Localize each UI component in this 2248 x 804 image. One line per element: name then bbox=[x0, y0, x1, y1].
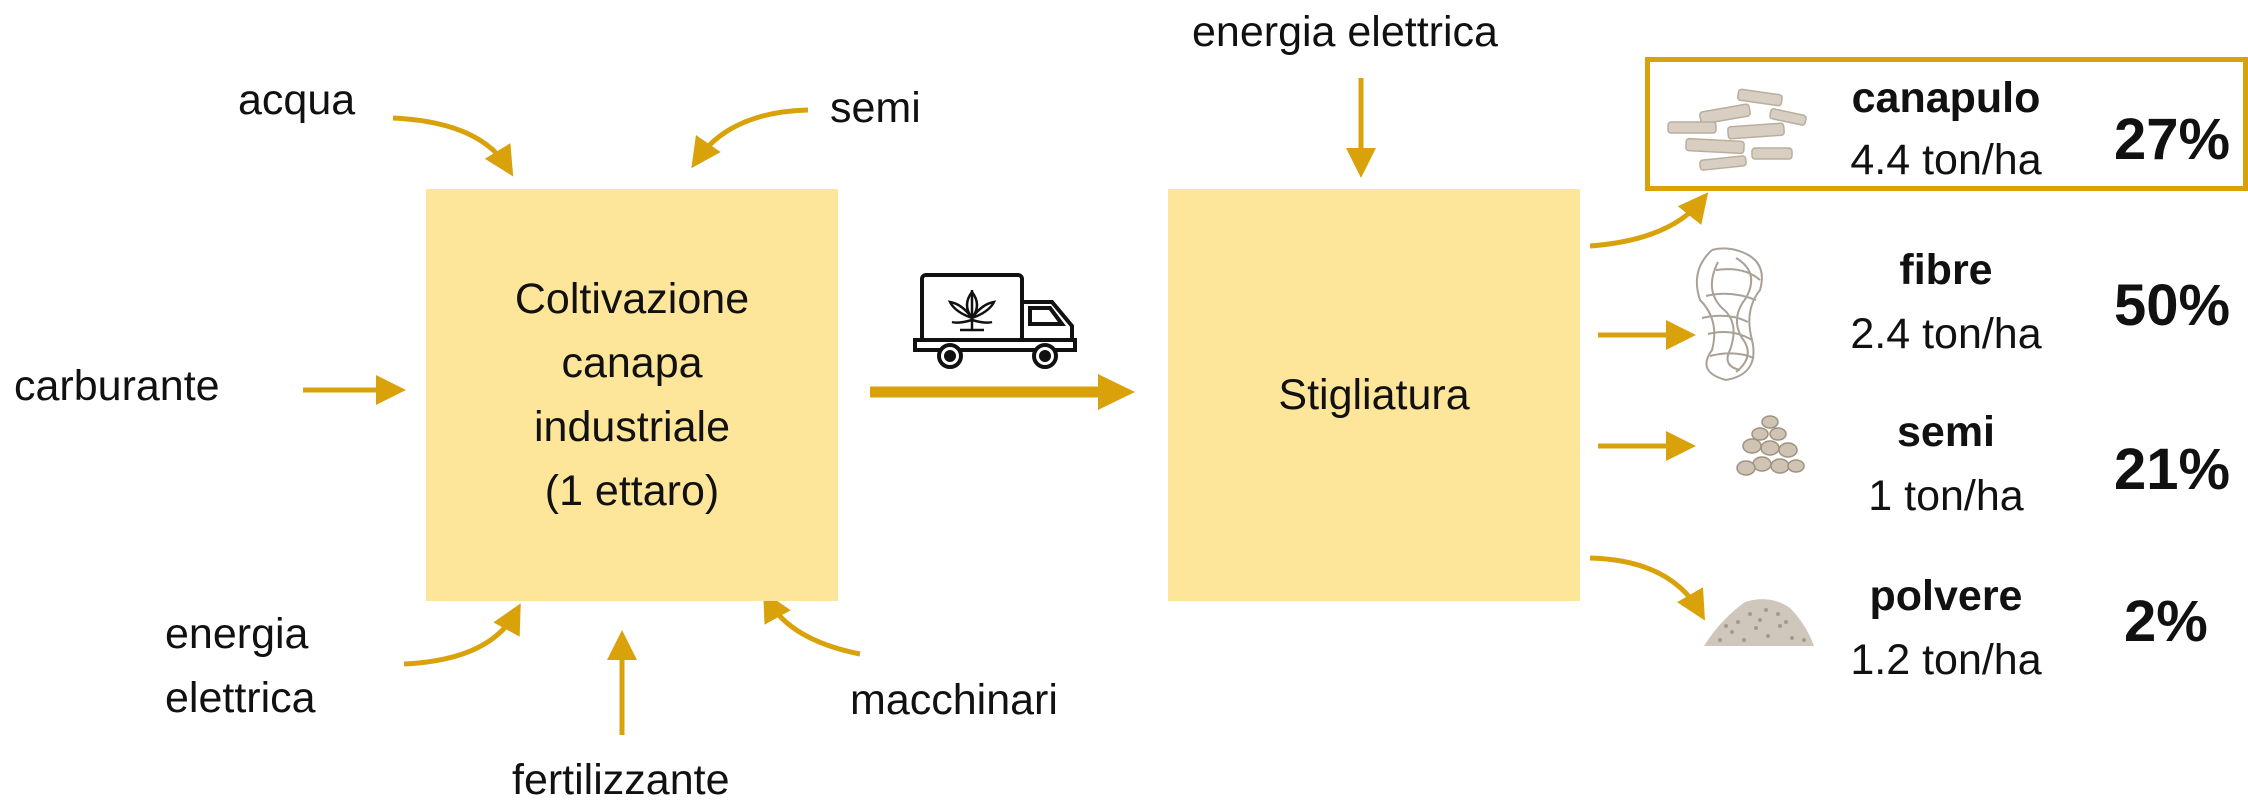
arrow-acqua bbox=[392, 115, 514, 177]
stigliatura-box: Stigliatura bbox=[1168, 189, 1580, 601]
canapulo-highlight-frame bbox=[1645, 57, 2248, 191]
cultivation-line3: industriale bbox=[533, 403, 730, 451]
truck-icon bbox=[913, 273, 1077, 369]
arrow-macchinari bbox=[763, 591, 861, 657]
input-energia-line1: energia bbox=[165, 610, 309, 658]
seeds-icon bbox=[1736, 415, 1805, 476]
input-energia-line2: elettrica bbox=[165, 674, 316, 722]
output-semi-value: 1 ton/ha bbox=[1868, 472, 2024, 520]
arrow-energia-left bbox=[403, 603, 521, 667]
cultivation-line2: canapa bbox=[561, 339, 703, 387]
input-macchinari-label: macchinari bbox=[850, 676, 1058, 724]
fiber-bundle-icon bbox=[1696, 247, 1763, 382]
output-fibre-percent: 50% bbox=[2114, 273, 2231, 338]
output-canapulo-value: 4.4 ton/ha bbox=[1850, 136, 2042, 184]
output-polvere-value: 1.2 ton/ha bbox=[1850, 636, 2042, 684]
input-acqua-label: acqua bbox=[238, 76, 356, 124]
output-canapulo-percent: 27% bbox=[2114, 107, 2231, 172]
input-fertilizzante-label: fertilizzante bbox=[512, 756, 730, 804]
stigliatura-label: Stigliatura bbox=[1278, 371, 1470, 419]
output-semi-name: semi bbox=[1896, 408, 1995, 456]
hurd-pile-icon bbox=[1667, 88, 1807, 171]
output-polvere-name: polvere bbox=[1869, 572, 2023, 620]
output-polvere-percent: 2% bbox=[2124, 589, 2208, 654]
arrow-semi-input bbox=[691, 107, 809, 169]
output-semi-percent: 21% bbox=[2114, 437, 2231, 502]
arrow-out-polvere bbox=[1589, 555, 1706, 621]
processing-input-label: energia elettrica bbox=[1192, 8, 1498, 56]
input-semi-label: semi bbox=[830, 84, 921, 132]
dust-pile-icon bbox=[1704, 599, 1814, 646]
cultivation-line4: (1 ettaro) bbox=[544, 467, 720, 515]
output-canapulo-name: canapulo bbox=[1851, 74, 2041, 122]
cultivation-line1: Coltivazione bbox=[514, 275, 750, 323]
cultivation-box: Coltivazione canapa industriale (1 ettar… bbox=[426, 189, 838, 601]
output-fibre-name: fibre bbox=[1899, 246, 1993, 294]
output-fibre-value: 2.4 ton/ha bbox=[1850, 310, 2042, 358]
arrow-out-canapulo bbox=[1589, 192, 1709, 249]
input-carburante-label: carburante bbox=[14, 362, 220, 410]
